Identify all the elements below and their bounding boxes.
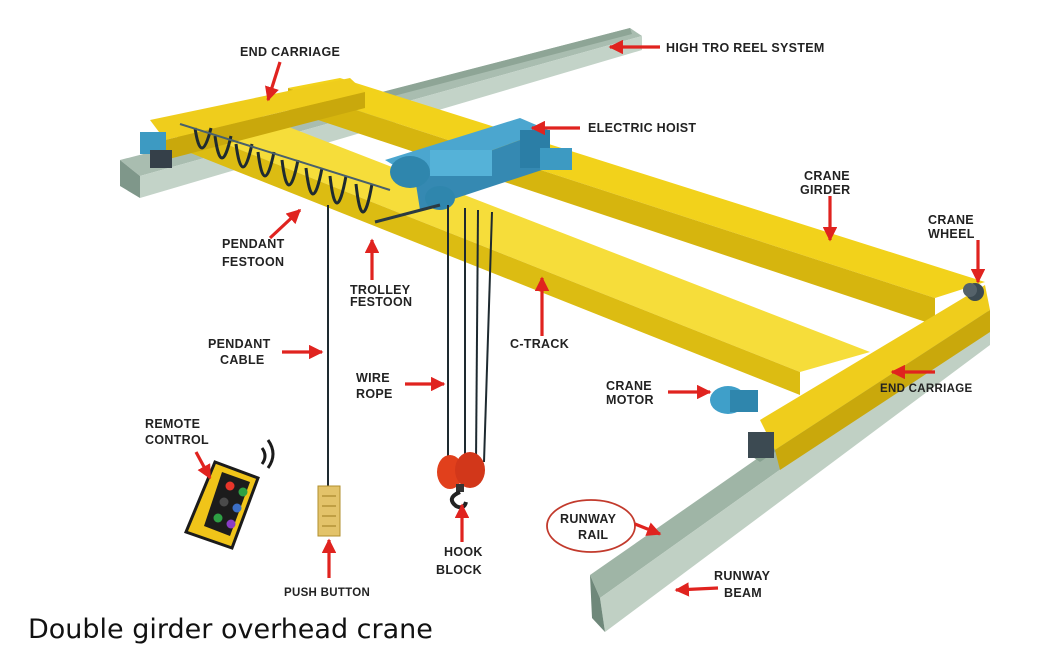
label-wire-rope-line1: WIRE (356, 371, 390, 385)
pendant-festoon-cable (193, 127, 374, 214)
label-crane-motor-line1: CRANE (606, 379, 652, 393)
arrow-end-carriage-top (265, 61, 282, 102)
festoon-track (179, 123, 391, 191)
label-pendant-cable-line2: CABLE (220, 353, 265, 367)
trolley-festoon-bar (374, 203, 441, 224)
label-pendant-festoon-line1: PENDANT (222, 237, 285, 251)
arrow-pendant-festoon (268, 208, 302, 240)
label-electric-hoist: ELECTRIC HOIST (588, 121, 696, 135)
left-end-truck (140, 132, 172, 168)
diagram-caption: Double girder overhead crane (28, 614, 433, 645)
label-crane-girder-line2: GIRDER (800, 183, 850, 197)
label-runway-rail-line1: RUNWAY (560, 512, 617, 526)
label-crane-wheel-line2: WHEEL (928, 227, 975, 241)
label-end-carriage-top: END CARRIAGE (240, 45, 340, 59)
wire-rope-lines (447, 205, 493, 463)
label-runway-beam-line2: BEAM (724, 586, 762, 600)
label-high-tro-reel-system: HIGH TRO REEL SYSTEM (666, 41, 825, 55)
label-crane-girder-line1: CRANE (804, 169, 850, 183)
label-runway-beam-line1: RUNWAY (714, 569, 771, 583)
push-button-pendant (317, 485, 341, 537)
arrow-runway-beam (674, 582, 719, 597)
label-c-track: C-TRACK (510, 337, 569, 351)
label-hook-block-line1: HOOK (444, 545, 483, 559)
callout-arrows (194, 39, 986, 597)
arrow-runway-rail (634, 522, 662, 536)
electric-hoist-drawing (385, 118, 572, 210)
remote-control-drawing (184, 439, 275, 550)
label-pendant-festoon-line2: FESTOON (222, 255, 284, 269)
label-runway-rail-line2: RAIL (578, 528, 608, 542)
label-push-button: PUSH BUTTON (284, 587, 370, 599)
label-end-carriage-right: END CARRIAGE (880, 383, 972, 395)
label-crane-wheel-line1: CRANE (928, 213, 974, 227)
crane-wheel (963, 283, 977, 297)
label-crane-motor-line2: MOTOR (606, 393, 654, 407)
label-wire-rope-line2: ROPE (356, 387, 393, 401)
label-remote-control-line2: CONTROL (145, 433, 209, 447)
label-trolley-festoon-line1: TROLLEY (350, 283, 411, 297)
runway-rail-highlight (546, 499, 636, 553)
label-pendant-cable-line1: PENDANT (208, 337, 271, 351)
label-remote-control-line1: REMOTE (145, 417, 200, 431)
crane-motor-drawing (710, 386, 758, 414)
label-trolley-festoon-line2: FESTOON (350, 295, 412, 309)
arrow-remote-control (194, 451, 212, 480)
hook-block-drawing (437, 452, 485, 510)
label-hook-block-line2: BLOCK (436, 563, 482, 577)
